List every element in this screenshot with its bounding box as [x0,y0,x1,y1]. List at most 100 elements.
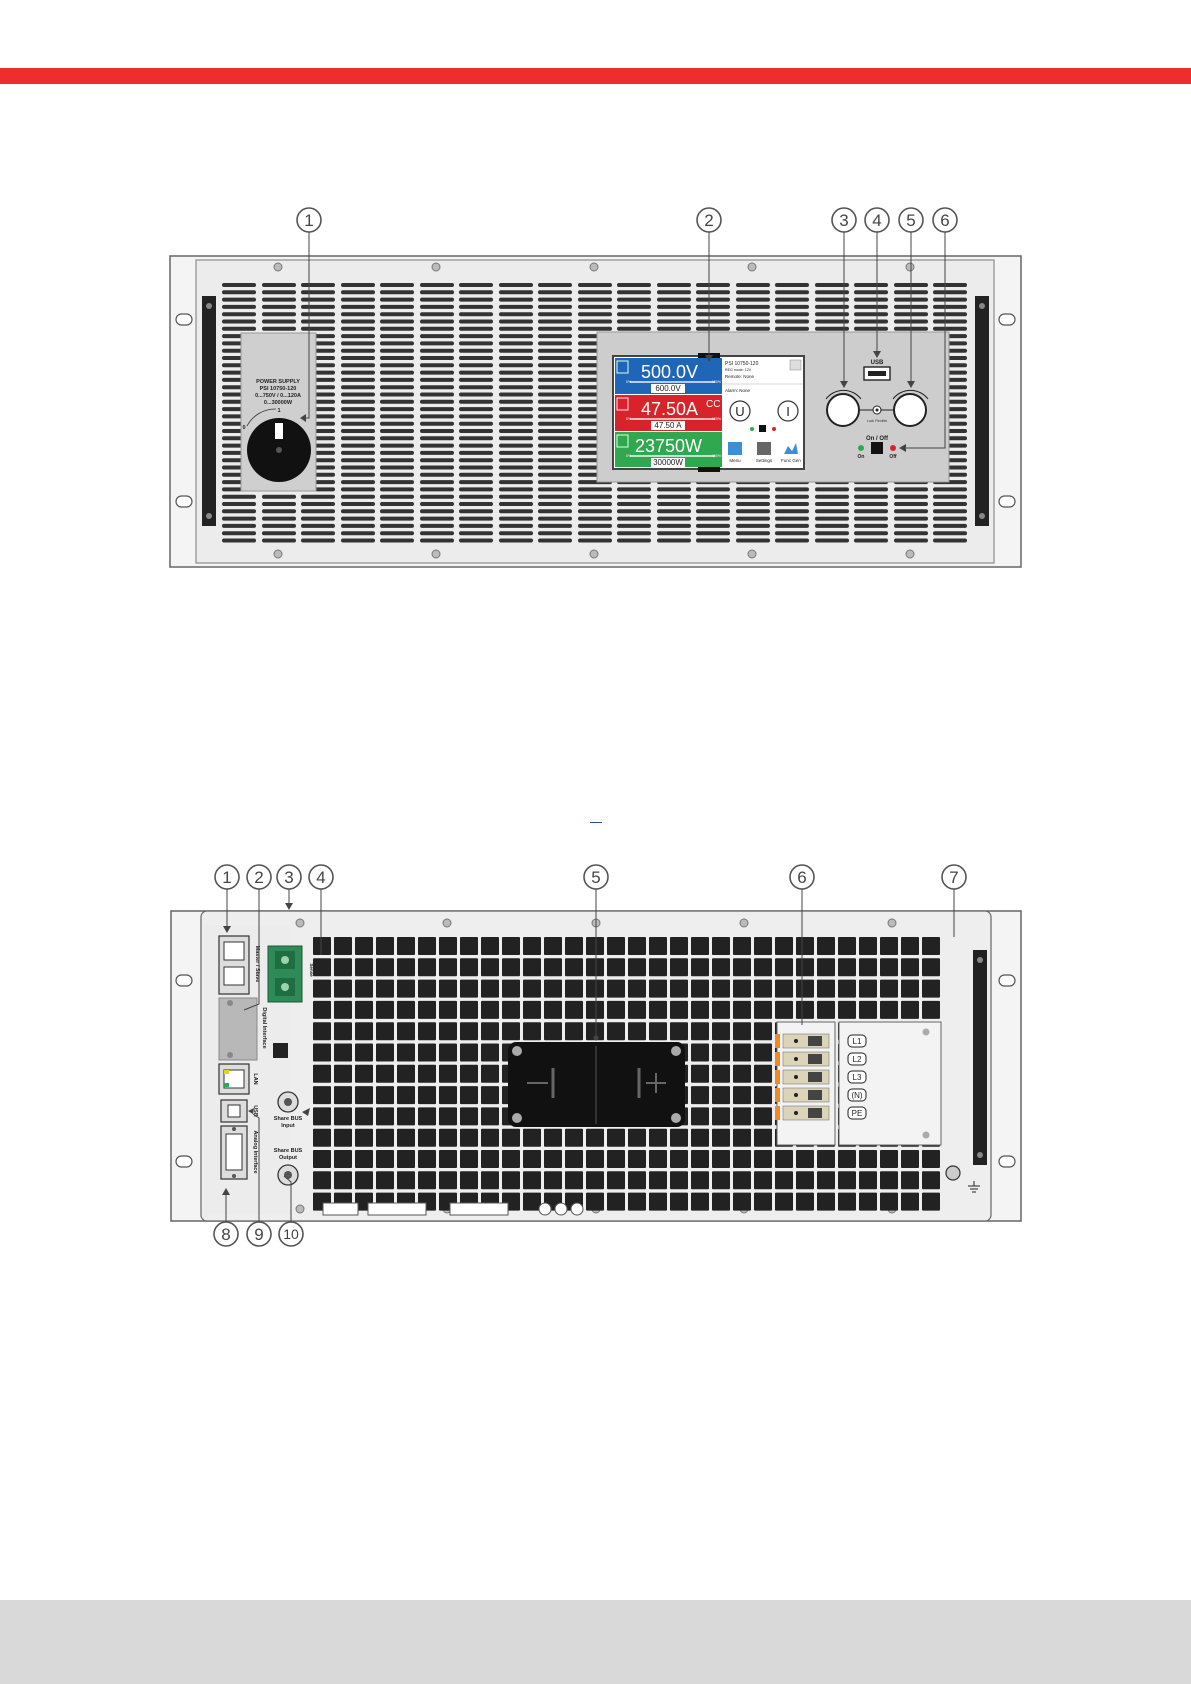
rear-callout-2: 2 [254,868,263,887]
rear-callout-4: 4 [316,868,325,887]
front-panel-diagram: 1 2 3 4 5 6 POWER SUPPLY PSI 10750-120 0… [169,207,1022,568]
on-label: On [858,454,865,460]
switch-label-line-3: 0...750V / 0...120A [255,393,301,399]
menu-label: Menu [729,458,741,463]
rear-leader-lines [225,889,955,1222]
ac-terminal-label: L3 [853,1073,862,1082]
right-rotary-knob[interactable] [893,393,927,427]
header-accent-bar [0,68,1191,84]
ground-symbol [968,1181,980,1193]
sense-switch[interactable] [273,1043,288,1058]
analog-interface-label: Analog Interface [252,1130,258,1173]
ac-terminal-label: L1 [853,1037,862,1046]
front-callout-5: 5 [906,211,915,230]
rear-callouts-bottom [213,1221,304,1247]
digital-interface-label: Digital Interface [261,1007,267,1048]
rear-callout-1: 1 [222,868,231,887]
digital-interface-slot[interactable] [218,997,258,1061]
rear-callout-6: 6 [797,868,806,887]
usb-rear-label: USB [252,1105,258,1117]
ac-terminal-label: (N) [851,1091,862,1100]
svg-text:I: I [786,404,790,419]
rear-callouts-top [214,864,967,890]
switch-label-line-1: POWER SUPPLY [256,379,300,385]
current-set: 47.50 A [654,421,682,430]
sharebus-input-label-1: Share BUS [274,1116,303,1122]
left-handle [202,296,216,526]
svg-text:100%: 100% [712,380,721,384]
alarm-text: Alarm: None [725,388,751,393]
rear-callout-3: 3 [284,868,293,887]
svg-text:100%: 100% [712,454,721,458]
power-set: 30000W [653,458,683,467]
front-callout-4: 4 [872,211,881,230]
right-handle [975,296,989,526]
lock-icon[interactable] [789,359,802,371]
rear-callout-8: 8 [221,1225,230,1244]
current-actual: 47.50A [641,399,698,419]
rear-callout-10: 10 [283,1226,299,1242]
func-gen-label: Func Gen [781,458,801,463]
switch-label-line-2: PSI 10750-120 [260,386,297,392]
ground-screw[interactable] [945,1165,961,1181]
rear-callout-5: 5 [591,868,600,887]
power-actual: 23750W [635,436,702,456]
svg-text:0%: 0% [626,454,631,458]
switch-indicator [275,423,283,439]
remote-text: Remote: None [725,374,755,379]
rack-ear-holes [175,313,1016,508]
switch-rotation-arrow [246,408,277,427]
front-callout-2: 2 [704,211,713,230]
section-anchor-link[interactable] [590,822,602,823]
rear-arrowheads [222,903,599,1195]
rear-handle [973,950,987,1165]
switch-pos-on: 1 [277,408,280,414]
function-generator-icon[interactable] [784,443,798,454]
left-knob-arrow [825,389,862,400]
knob-link-label: Lock Flexible [867,419,887,423]
current-knob-button[interactable] [777,400,799,422]
settings-label: Settings [756,458,773,463]
left-rotary-knob[interactable] [826,393,860,427]
off-label: Off [889,454,897,460]
front-callouts [296,207,958,233]
reg-mode-text: REG mode: 12V [725,368,752,372]
front-screws [273,262,915,559]
rear-callout-9: 9 [254,1225,263,1244]
sharebus-output-label-1: Share BUS [274,1148,303,1154]
rear-callout-7: 7 [949,868,958,887]
lan-label: LAN [252,1073,258,1084]
front-callout-6: 6 [940,211,949,230]
ac-terminal-label: L2 [853,1055,862,1064]
off-led [890,445,896,451]
right-knob-arrow [892,389,929,400]
switch-pos-off: 0 [242,425,245,431]
home-icon[interactable] [728,442,742,455]
master-slave-label: Master / Slave [254,946,260,983]
footer-bar [0,1600,1191,1684]
svg-text:0%: 0% [626,380,631,384]
onoff-label: On / Off [866,436,889,442]
voltage-set: 600.0V [655,384,681,393]
dc-plus-label: + [650,1077,651,1079]
dc-minus-label: − [540,1077,541,1079]
svg-text:100%: 100% [712,417,721,421]
usb-label: USB [871,360,884,366]
bottom-label-slots [322,1202,584,1216]
voltage-actual: 500.0V [641,362,698,382]
front-callout-3: 3 [839,211,848,230]
settings-gear-icon[interactable] [757,442,771,455]
voltage-knob-button[interactable] [729,400,751,422]
sense-label: Sense [309,963,314,977]
current-mode-badge: CC [706,399,720,410]
svg-text:U: U [735,404,744,419]
device-name: PSI 10750-120 [725,361,759,367]
on-led [858,445,864,451]
sharebus-input-label-2: Input [281,1123,295,1129]
switch-label-line-4: 0...30000W [264,400,293,406]
on-off-button[interactable] [871,442,883,454]
front-arrowheads [300,351,915,452]
rear-panel-diagram: 1 2 3 4 5 6 7 Master / Slave Digital Int… [170,864,1022,1247]
sharebus-output-label-2: Output [279,1155,297,1161]
